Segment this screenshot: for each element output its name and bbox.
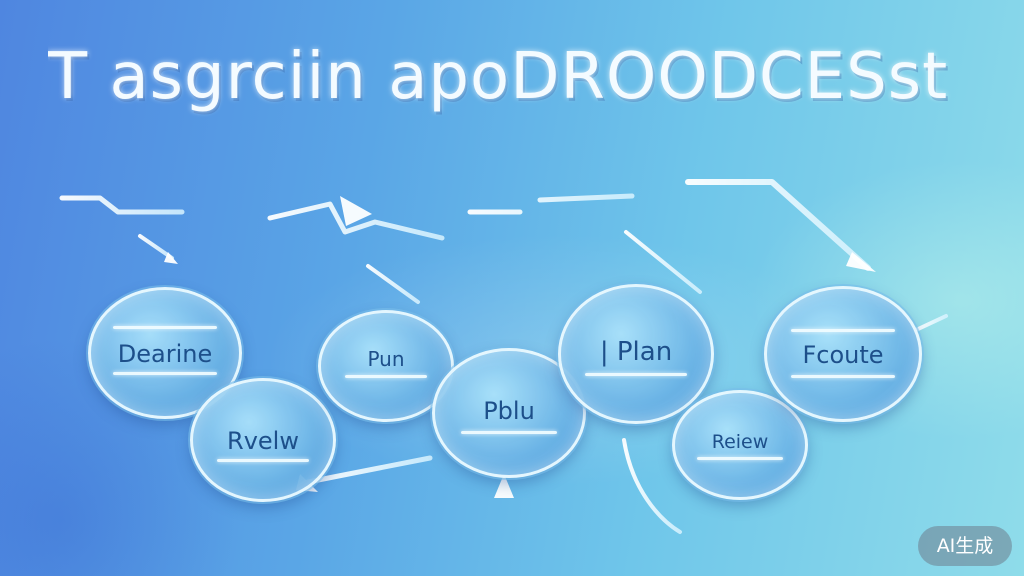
connector-diagonal-mid (366, 264, 420, 304)
node-review-right: Reiew (672, 390, 808, 500)
node-review-left: Rvelw (190, 378, 336, 502)
node-review-right-label: Reiew (711, 431, 769, 453)
node-execute-label: Fcoute (802, 341, 884, 369)
node-plan-center-rule (461, 431, 557, 434)
node-execute-bottom-rule (791, 375, 895, 378)
node-execute-top-rule (791, 329, 895, 332)
connector-right-tail (914, 314, 948, 332)
connector-diagonal-left (138, 234, 174, 260)
arrowhead-bar-3 (846, 252, 876, 272)
node-define-top-rule (113, 326, 217, 329)
connector-bar-2 (467, 193, 635, 215)
page-title: T asgrciin apoDROODCESst (48, 40, 949, 114)
connector-diagonal-right (624, 230, 702, 294)
node-execute: Fcoute (764, 286, 922, 422)
connector-curve (622, 438, 682, 534)
node-define-bottom-rule (113, 372, 217, 375)
connector-bottom-arrow (305, 455, 433, 485)
node-plan-small: Pun (318, 310, 454, 422)
node-review-left-label: Rvelw (227, 427, 299, 455)
ai-generated-badge: AI生成 (918, 526, 1012, 566)
arrowhead-diagonal-left (164, 252, 178, 264)
node-plan-small-rule (345, 375, 427, 378)
node-review-right-rule (697, 457, 783, 460)
connector-bar-3 (685, 179, 871, 271)
node-plan-right-rule (585, 373, 687, 376)
node-plan-right: | Plan (558, 284, 714, 424)
arrowhead-zigzag (340, 196, 372, 226)
node-plan-right-label: | Plan (599, 337, 673, 367)
node-review-left-rule (217, 459, 309, 462)
connector-zigzag (267, 201, 445, 241)
arrowhead-up (494, 474, 514, 498)
node-define-label: Dearine (117, 340, 213, 368)
node-plan-center-label: Pblu (483, 397, 535, 425)
node-plan-small-label: Pun (367, 347, 405, 371)
connector-bar-1 (59, 195, 185, 215)
